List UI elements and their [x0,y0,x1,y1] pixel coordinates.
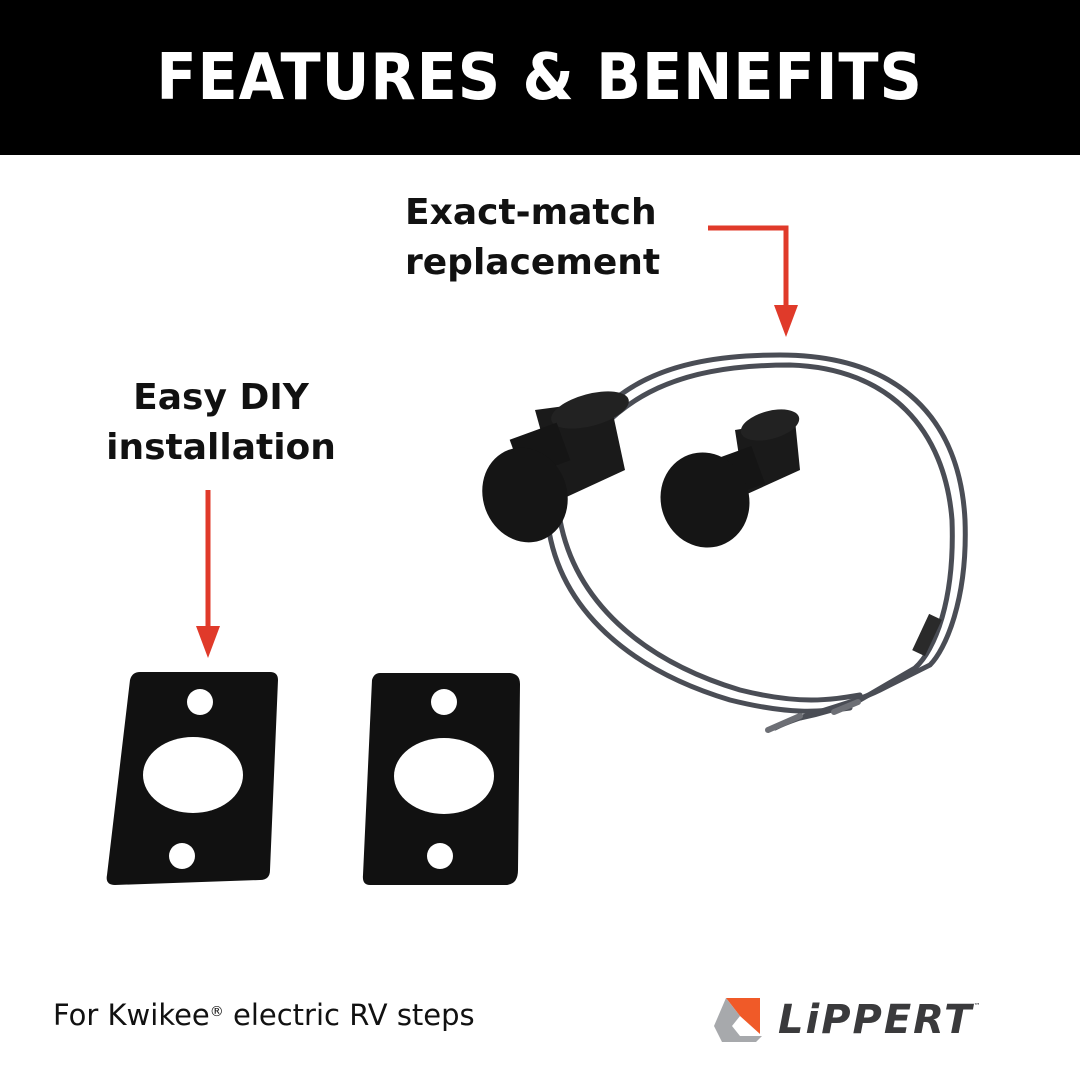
callout-easy-diy: Easy DIY installation [96,373,346,473]
callout-line: installation [106,427,336,468]
compatibility-note: For Kwikee® electric RV steps [53,998,475,1032]
callout-line: Exact-match [405,192,657,233]
lippert-mark-icon [714,998,762,1042]
brand-wordmark: LiPPERT [778,997,974,1043]
callout-line: Easy DIY [133,377,309,418]
callout-line: replacement [405,242,661,283]
wire-tie [912,613,942,657]
footer-suffix: electric RV steps [223,998,475,1032]
callout-exact-match: Exact-match replacement [405,188,660,288]
page-title: FEATURES & BENEFITS [156,40,924,115]
magnetic-switch-wired [482,391,629,543]
footer-prefix: For Kwikee [53,998,210,1032]
magnet-plug [660,409,800,548]
wire-harness [545,352,968,731]
gasket-left [106,672,279,885]
wire-ends [765,699,861,733]
header-banner: FEATURES & BENEFITS [0,0,1080,155]
registered-mark: ® [209,1004,224,1020]
trademark: ™ [973,1002,981,1010]
gasket-right [362,673,520,885]
brand-logo: LiPPERT ™ [712,990,1042,1050]
